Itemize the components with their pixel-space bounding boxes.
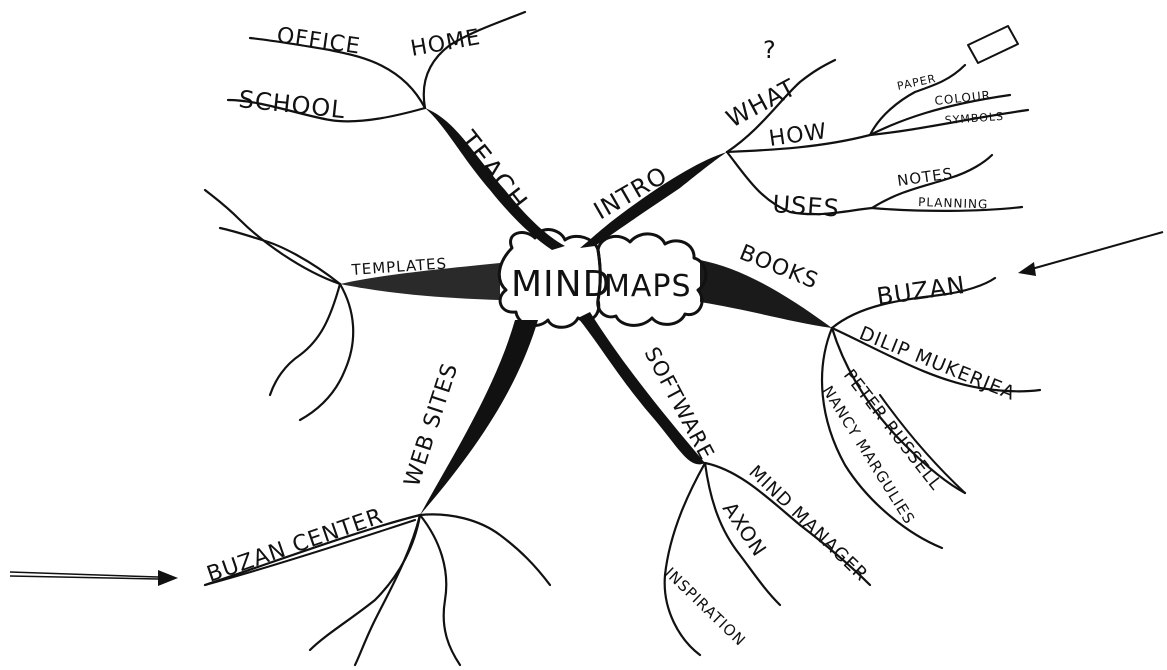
label-home: HOME — [409, 25, 483, 62]
label-notes: NOTES — [896, 164, 954, 190]
label-buzan: BUZAN — [875, 271, 967, 311]
label-office: OFFICE — [275, 23, 362, 59]
arrow-right — [1018, 232, 1163, 276]
line-templates-c — [270, 284, 340, 395]
center-title-mind: MIND — [511, 264, 611, 305]
center-title-maps: MAPS — [604, 269, 692, 304]
line-web-d — [355, 515, 420, 665]
line-inspiration — [665, 463, 705, 655]
label-school: SCHOOL — [237, 85, 347, 124]
label-dilip-mukerjea: DILIP MUKERJEA — [856, 322, 1019, 405]
line-templates-d — [300, 284, 353, 420]
branch-labels: TEACH OFFICE HOME SCHOOL INTRO WHAT ? HO… — [204, 23, 1019, 650]
label-planning: PLANNING — [918, 195, 989, 211]
label-uses: USES — [772, 190, 841, 223]
label-inspiration: INSPIRATION — [661, 564, 749, 650]
arrow-left — [10, 570, 178, 586]
center-cloud: MIND MAPS — [499, 230, 706, 328]
line-web-b — [420, 515, 460, 665]
paper-box-doodle — [968, 26, 1018, 63]
label-teach: TEACH — [452, 125, 533, 217]
label-paper: PAPER — [896, 72, 938, 93]
label-buzan-center: BUZAN CENTER — [204, 504, 387, 588]
label-colour: COLOUR — [934, 88, 992, 108]
label-symbols: SYMBOLS — [944, 110, 1004, 127]
label-axon: AXON — [718, 497, 772, 561]
label-mind-manager: MIND MANAGER — [745, 461, 873, 585]
label-question-mark: ? — [763, 36, 777, 64]
label-how: HOW — [767, 119, 829, 152]
